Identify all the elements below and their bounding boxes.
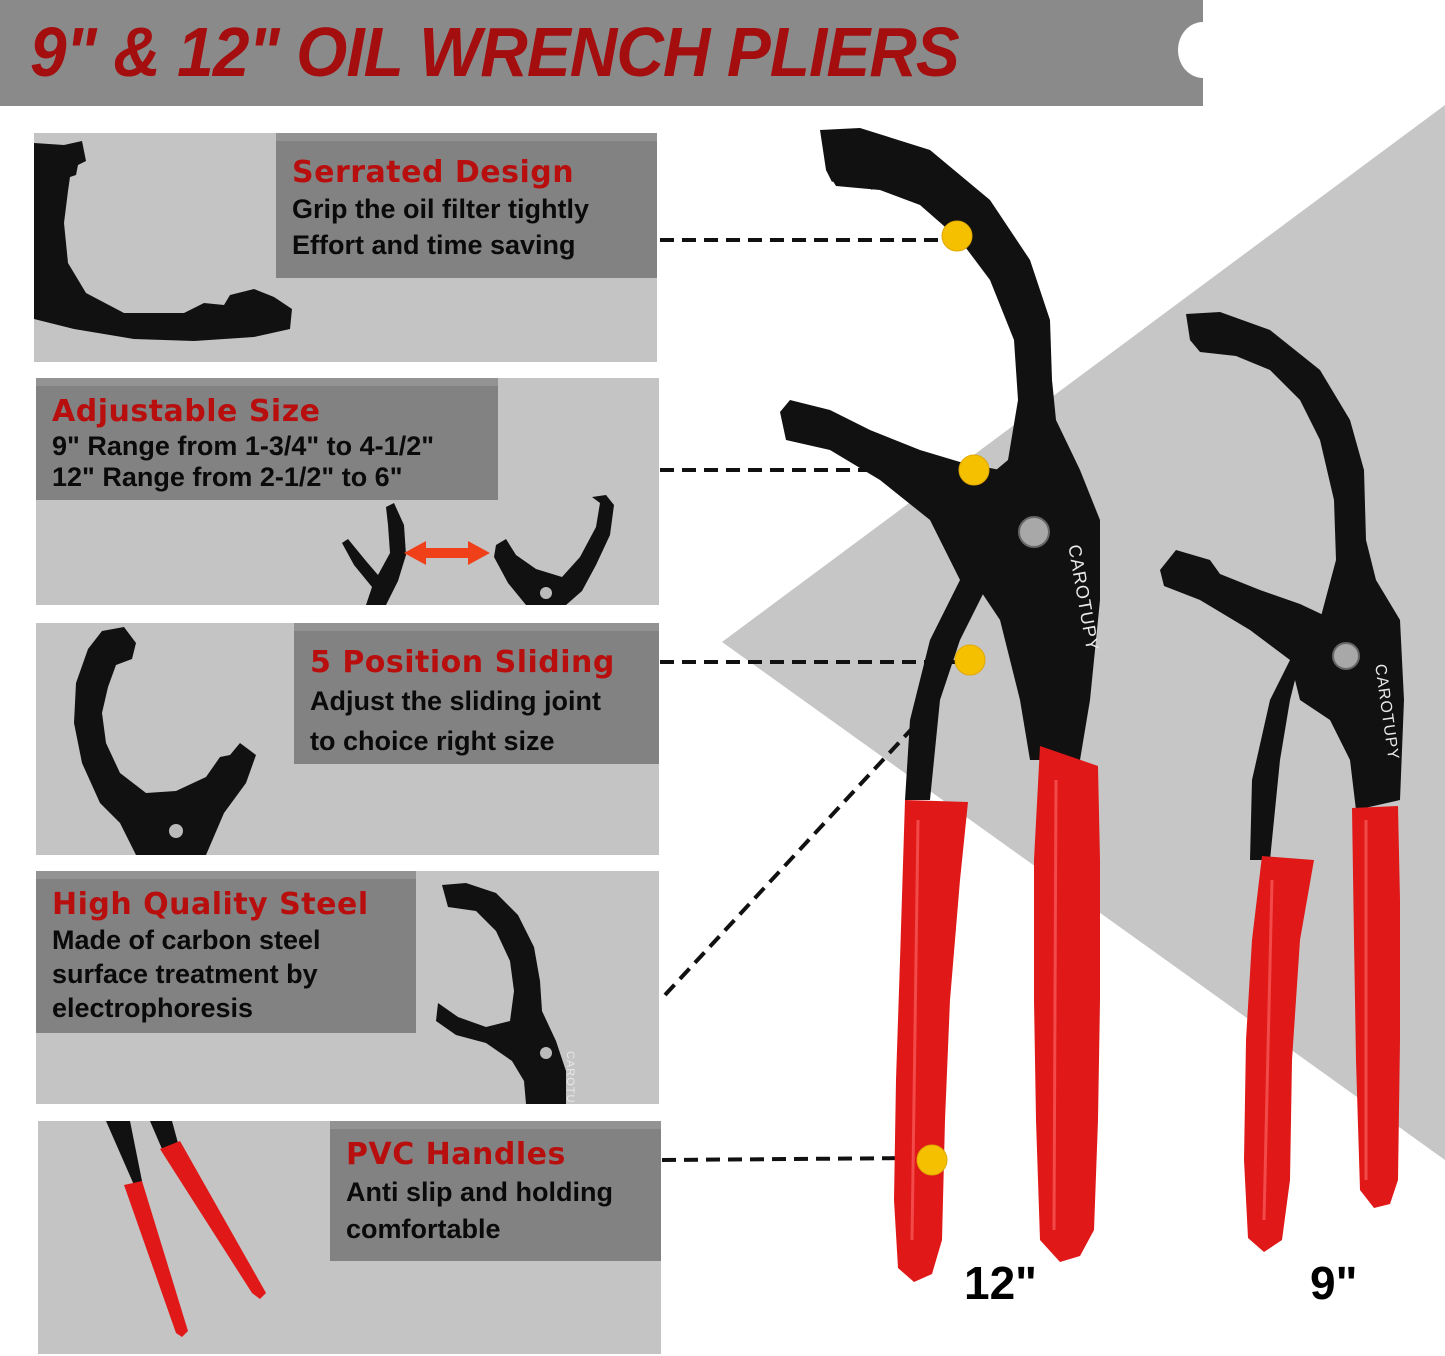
feature-panel-pvc: PVC Handles Anti slip and holding comfor… [38,1121,661,1354]
size-label-9: 9" [1310,1257,1358,1309]
size-label-12: 12" [964,1257,1037,1309]
feature-heading: 5 Position Sliding [310,645,615,680]
caption-steel: High Quality Steel Made of carbon steel … [36,871,416,1033]
feature-heading: High Quality Steel [52,887,369,922]
feature-line: 12" Range from 2-1/2" to 6" [52,462,403,492]
steel-jaw-image [436,883,566,1104]
pvc-handles-image [106,1121,266,1337]
feature-line: Made of carbon steel [52,925,321,955]
feature-heading: Adjustable Size [52,394,321,429]
feature-line: surface treatment by [52,959,318,989]
feature-heading: Serrated Design [292,155,575,190]
feature-line: Anti slip and holding [346,1177,613,1207]
title-notch-decoration [1178,22,1228,78]
caption-pvc: PVC Handles Anti slip and holding comfor… [330,1121,661,1261]
feature-line: comfortable [346,1214,501,1244]
feature-line: Grip the oil filter tightly [292,194,589,224]
feature-line: to choice right size [310,726,555,756]
feature-line: Effort and time saving [292,230,576,260]
caption-serrated: Serrated Design Grip the oil filter tigh… [276,133,657,278]
caption-adjustable: Adjustable Size 9" Range from 1-3/4" to … [36,378,498,500]
double-arrow-icon [404,541,490,565]
page-title: 9" & 12" OIL WRENCH PLIERS [30,13,960,91]
serrated-jaw-image [34,141,292,341]
feature-panel-serrated: Serrated Design Grip the oil filter tigh… [34,133,657,362]
brand-engraving: CAROTUPY [564,1051,576,1104]
feature-panel-adjustable: Adjustable Size 9" Range from 1-3/4" to … [36,378,659,605]
title-banner: 9" & 12" OIL WRENCH PLIERS [0,0,1203,106]
caption-sliding: 5 Position Sliding Adjust the sliding jo… [294,623,659,764]
feature-line: Adjust the sliding joint [310,686,601,716]
feature-panel-steel: High Quality Steel Made of carbon steel … [36,871,659,1104]
feature-line: electrophoresis [52,993,254,1023]
feature-panel-sliding: 5 Position Sliding Adjust the sliding jo… [36,623,659,855]
feature-line: 9" Range from 1-3/4" to 4-1/2" [52,431,435,461]
feature-heading: PVC Handles [346,1137,566,1172]
sliding-joint-image [74,627,256,855]
adjustable-jaw-image [342,495,614,605]
